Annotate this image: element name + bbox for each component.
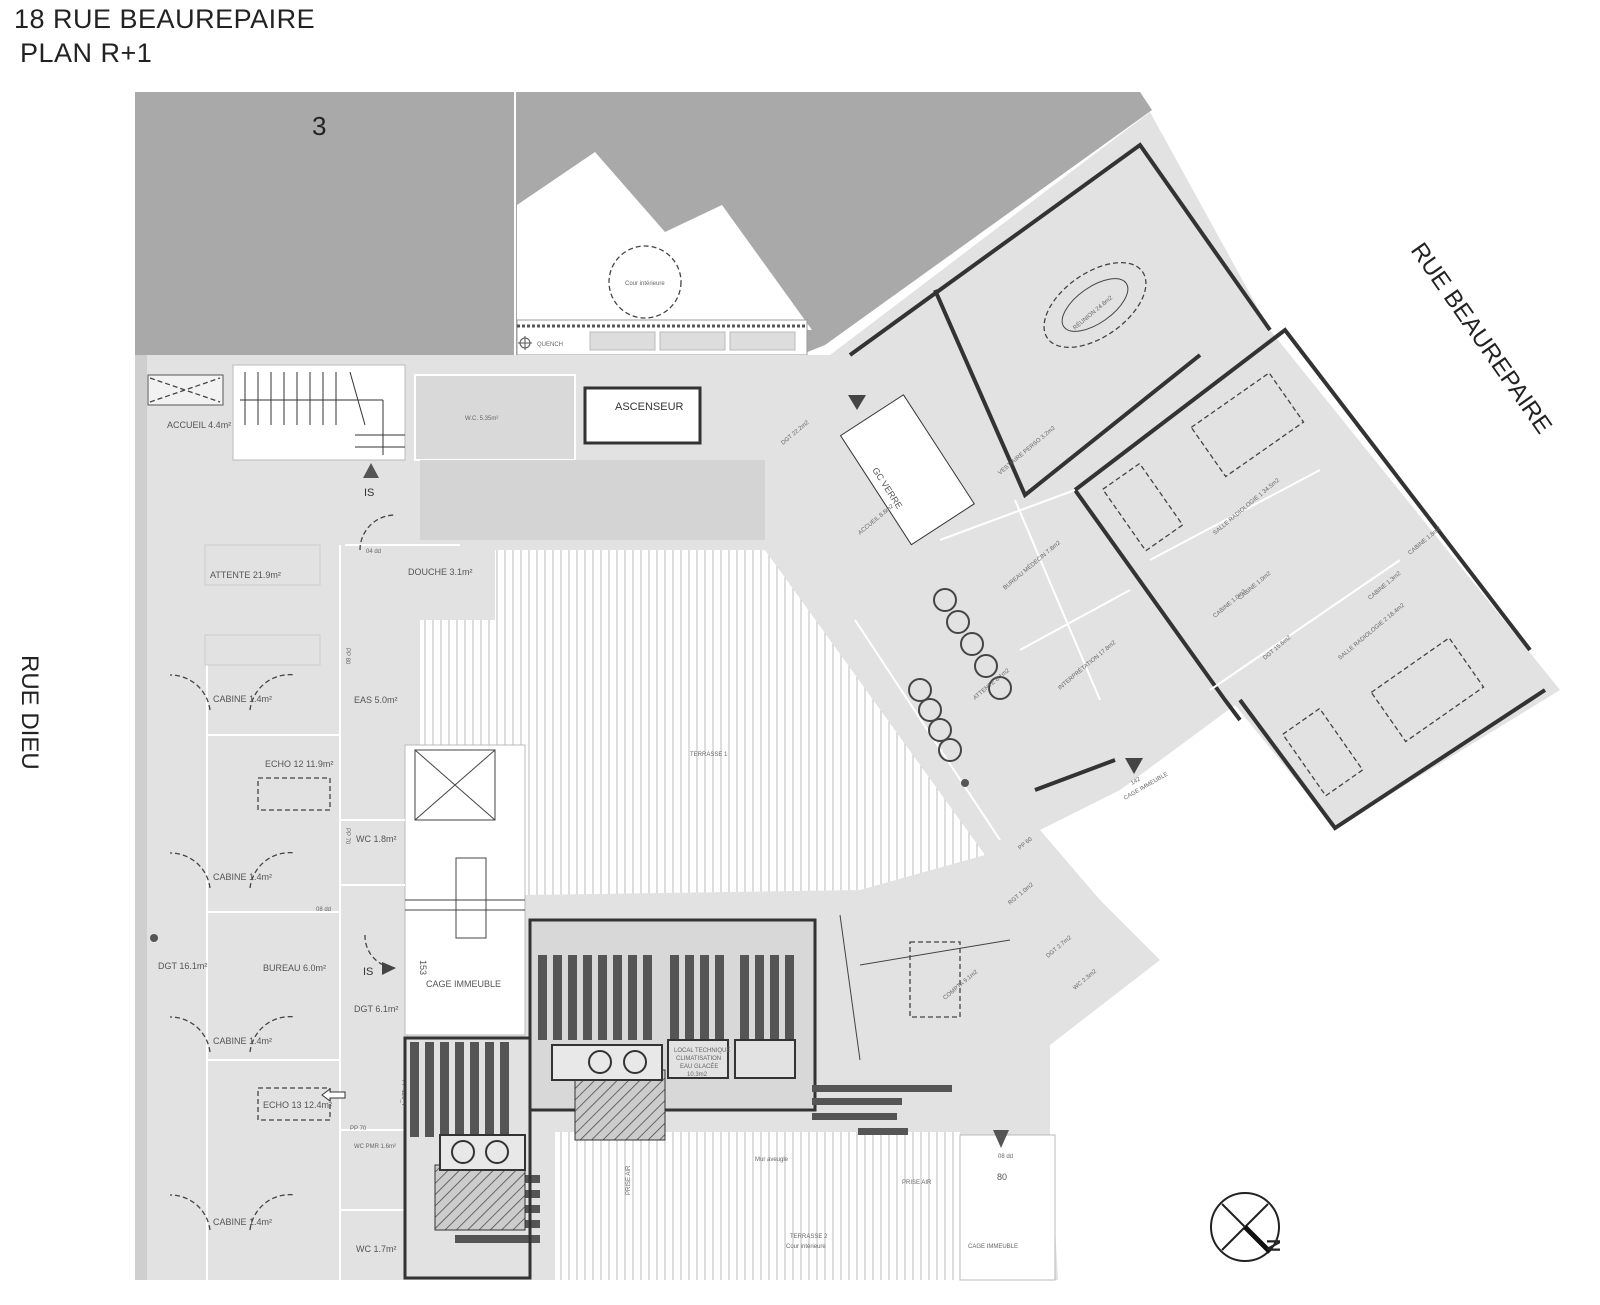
room-label: DGT 6.1m² [354,1004,398,1014]
chiller-fan-icon [623,1050,647,1074]
prise-air-label: PRISE AIR [626,1165,632,1195]
north-label: N [1264,1239,1284,1252]
chiller-fan-icon [485,1140,509,1164]
room-label: DGT 16.1m² [158,961,207,971]
door-label: PP 70 [350,1126,367,1132]
north-compass-icon [1210,1192,1280,1262]
terrace-2 [555,1132,960,1280]
is-marker-5-icon [1125,758,1143,774]
terrace-1 [420,550,985,895]
street-label-east: RUE BEAUREPAIRE [1405,238,1557,439]
room-label-terrasse-1: TERRASSE 1 [690,752,728,758]
meeting-table [1043,261,1147,349]
door-label: 08 dd [998,1154,1013,1160]
door-label: 08 dd [316,907,331,913]
door-label: 04 dd [366,549,381,555]
room-label: EAS 5.0m² [354,695,398,705]
direction-arrow-icon [321,1088,346,1102]
room-label: 10.3m2 [687,1072,708,1078]
dimension-142: 142 [1130,776,1142,787]
main-staircase [232,364,406,461]
wall-label: Mur aveugle [755,1157,789,1163]
dimension-153: 153 [418,960,428,975]
room-label: LOCAL TECHNIQUE [674,1048,730,1054]
is-marker-2-icon [382,962,396,975]
is-marker-icon [363,463,379,478]
door-label: PP 120_T [400,1080,406,1107]
column-marker [150,934,158,942]
door-label: PP 70 [344,828,350,845]
room-label: WC 1.8m² [356,834,397,844]
courtyard-circle [608,245,682,319]
room-label: CABINE 1.4m² [213,872,272,882]
is-marker-3-icon [993,1130,1009,1148]
room-label-wc-top: W.C. 5.35m² [465,416,498,422]
room-label: ECHO 12 11.9m² [265,759,333,769]
room-label: BUREAU 6.0m² [263,963,326,973]
courtyard [517,152,812,330]
is-marker-2-label: IS [363,966,373,978]
room-label: CAGE IMMEUBLE [968,1244,1018,1250]
quench-label: QUENCH [537,342,563,348]
glass-staircase [839,394,975,546]
plan-subtitle: PLAN R+1 [20,38,153,68]
room-label: CABINE 1.4m² [213,1217,272,1227]
is-marker-label: IS [364,487,374,499]
is-marker-4-icon [848,395,866,410]
door-label: PP 80 [344,648,350,665]
prise-air-label: PRISE AIR [902,1180,932,1186]
room-label-ascenseur: ASCENSEUR [615,401,684,413]
room-label: CAGE IMMEUBLE [426,979,501,989]
stair-cage-south [959,1134,1056,1281]
chiller-fan-icon [588,1050,612,1074]
room-label-terrasse-2: TERRASSE 2 [790,1234,828,1240]
room-label: ATTENTE 21.9m² [210,570,281,580]
street-label-west: RUE DIEU [16,655,43,770]
room-label: EAU GLACÉE [680,1063,718,1070]
room-label: CLIMATISATION [676,1056,721,1062]
neighbor-block-number: 3 [312,111,326,141]
room-label: ACCUEIL 4.4m² [167,420,231,430]
elevator [583,386,702,445]
room-label: CABINE 1.4m² [213,1036,272,1046]
room-label-cour: Cour intérieure [786,1244,826,1250]
chiller-fan-icon [451,1140,475,1164]
room-label: CABINE 1.4m² [213,694,272,704]
room-label: WC PMR 1.6m² [354,1144,396,1150]
courtyard-label: Cour intérieure [625,281,665,287]
meeting-table-top [1061,278,1129,332]
dimension-80: 80 [997,1172,1007,1182]
plan-title: 18 RUE BEAUREPAIRE [14,4,316,34]
room-label: DOUCHE 3.1m² [408,567,473,577]
room-label: WC 1.7m² [356,1244,397,1254]
room-label: ECHO 13 12.4m² [263,1100,332,1110]
